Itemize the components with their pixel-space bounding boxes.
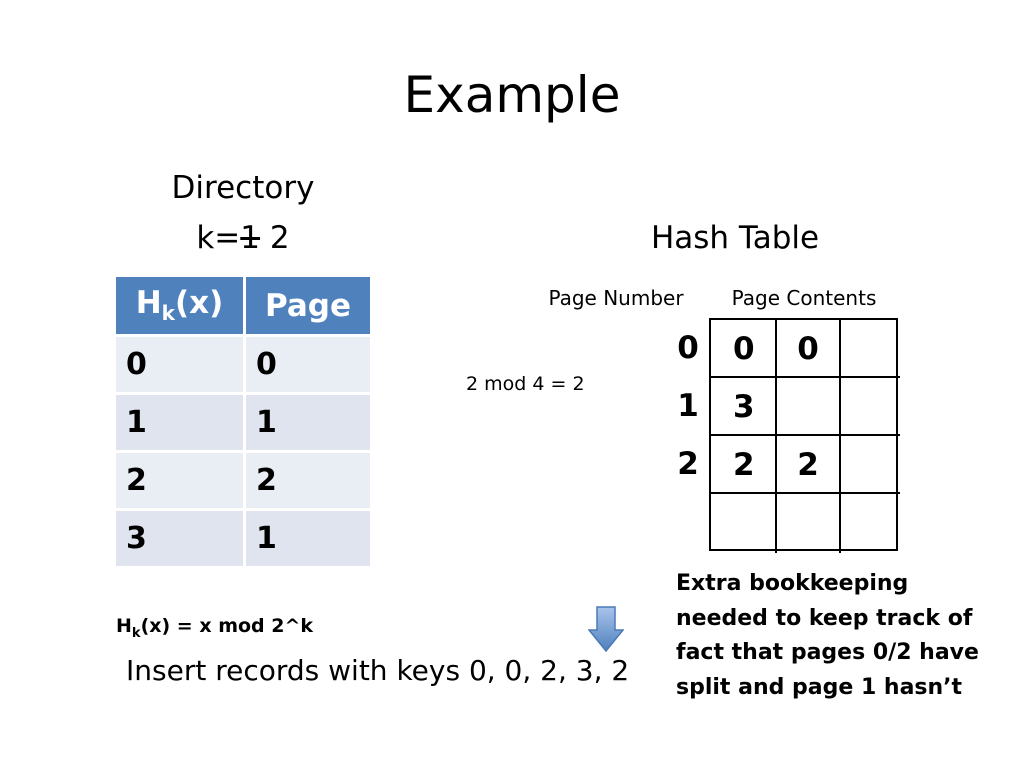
header-hk-sub: k [161, 301, 175, 326]
page-number-label: Page Number [548, 286, 684, 310]
header-hk-main: H [135, 285, 162, 322]
hash-cell: 2 [711, 436, 777, 494]
hk-cell: 2 [116, 450, 243, 508]
hash-cell [841, 320, 900, 378]
hash-cell [777, 378, 841, 436]
hash-cell: 0 [711, 320, 777, 378]
directory-table: Hk(x) Page 0 0 1 1 2 2 3 1 [116, 277, 370, 566]
hk-cell: 1 [116, 392, 243, 450]
page-cell: 2 [243, 450, 370, 508]
page-number-0: 0 [677, 330, 699, 366]
hash-cell [841, 494, 900, 553]
hash-cell: 0 [777, 320, 841, 378]
page-cell: 0 [243, 334, 370, 392]
mod-calculation: 2 mod 4 = 2 [466, 373, 585, 395]
header-hk: Hk(x) [116, 277, 243, 334]
k-new-value: 2 [269, 220, 290, 256]
page-number-1: 1 [677, 388, 699, 424]
hash-cell: 3 [711, 378, 777, 436]
hash-cell [711, 494, 777, 553]
hash-cell [841, 436, 900, 494]
table-row: 0 0 [116, 334, 370, 392]
k-old-value: 1 [240, 220, 261, 256]
table-row: 3 1 [116, 508, 370, 566]
directory-k-value: k=1 2 [140, 220, 346, 256]
insert-records-text: Insert records with keys 0, 0, 2, 3, 2 [126, 654, 630, 687]
header-hk-arg: (x) [174, 285, 224, 322]
k-prefix: k= [196, 220, 241, 256]
hash-cell: 2 [777, 436, 841, 494]
header-page: Page [243, 277, 370, 334]
page-cell: 1 [243, 508, 370, 566]
table-row: 1 1 [116, 392, 370, 450]
table-row: 2 2 [116, 450, 370, 508]
formula-main: H [116, 615, 132, 637]
arrow-down-icon [588, 606, 624, 652]
hash-table-grid: 0 0 3 2 2 [709, 318, 900, 553]
directory-header-row: Hk(x) Page [116, 277, 370, 334]
directory-label: Directory [171, 170, 315, 206]
hash-cell [841, 378, 900, 436]
hk-cell: 3 [116, 508, 243, 566]
hk-cell: 0 [116, 334, 243, 392]
page-cell: 1 [243, 392, 370, 450]
slide-title: Example [403, 66, 621, 124]
formula-rest: (x) = x mod 2^k [140, 615, 314, 637]
hash-cell [777, 494, 841, 553]
page-contents-label: Page Contents [731, 286, 877, 310]
page-number-2: 2 [677, 446, 699, 482]
bookkeeping-note: Extra bookkeeping needed to keep track o… [676, 571, 979, 700]
hash-table-label: Hash Table [650, 220, 820, 256]
hash-formula: Hk(x) = x mod 2^k [116, 615, 313, 641]
formula-sub: k [131, 625, 141, 641]
